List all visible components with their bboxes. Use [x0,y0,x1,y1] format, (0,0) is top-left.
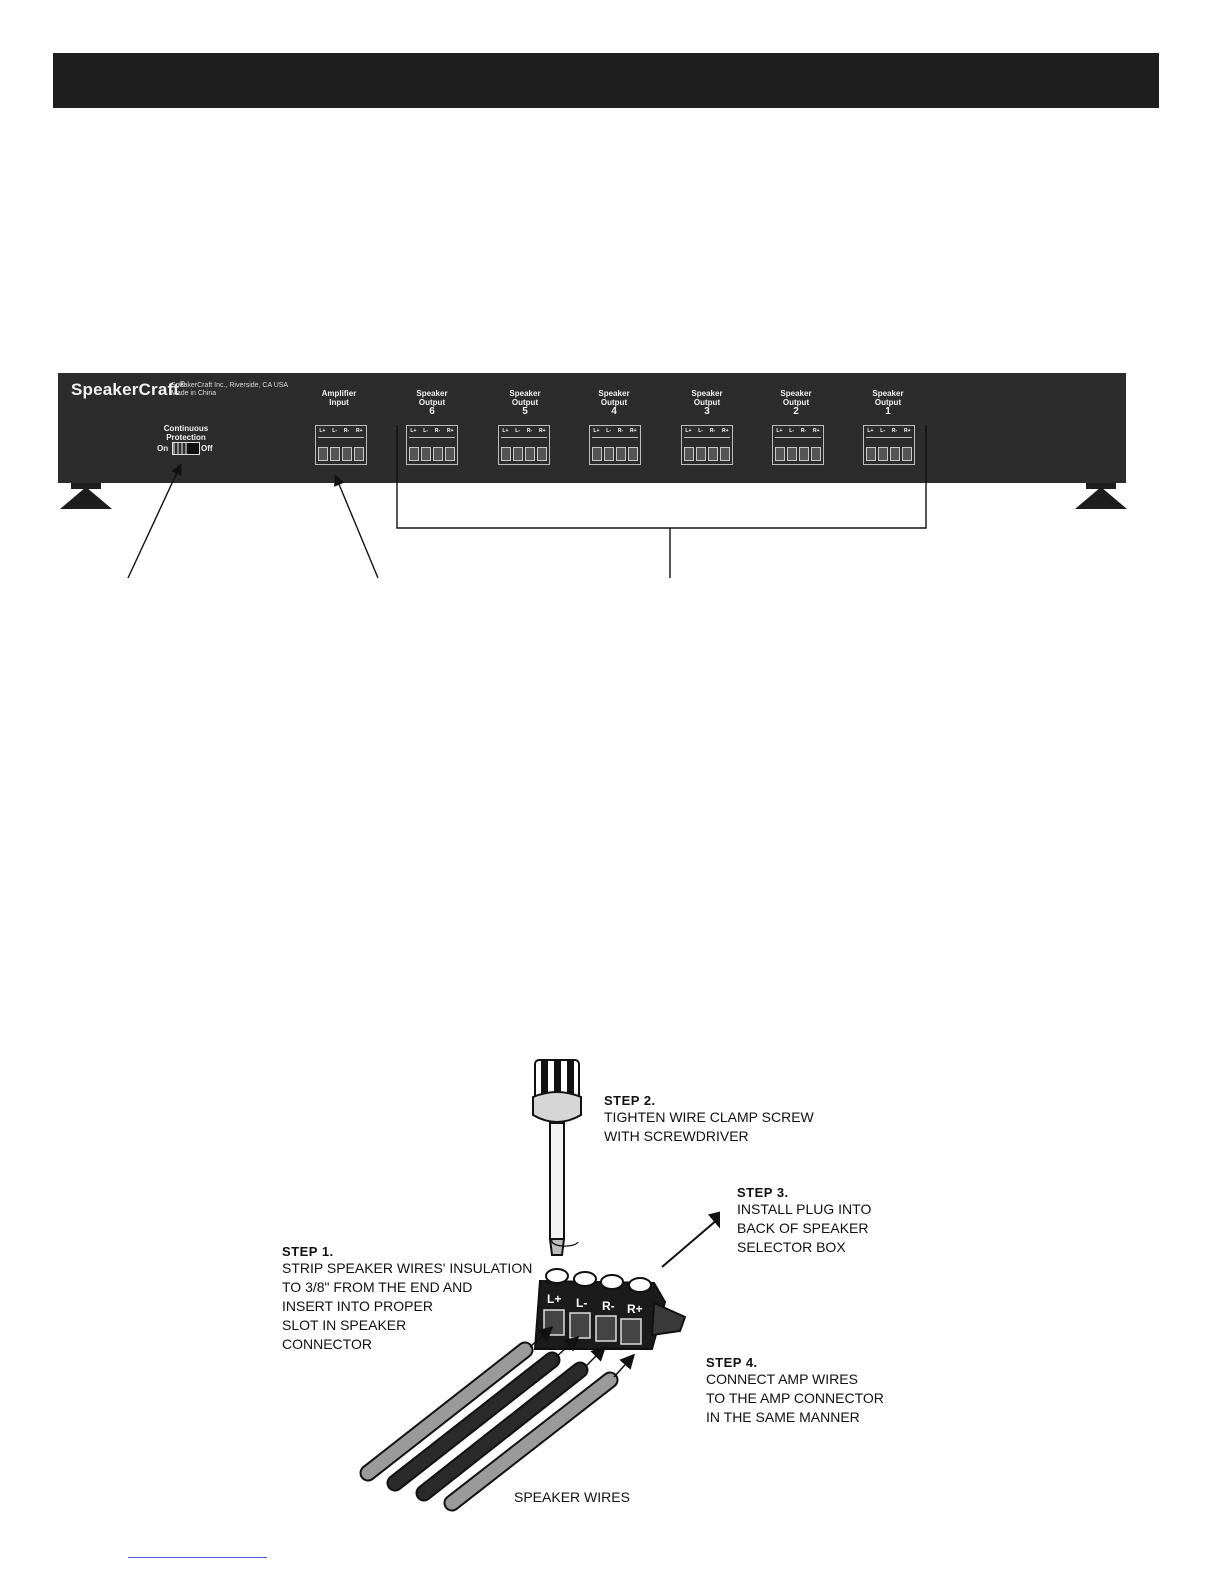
step-4-block: STEP 4. CONNECT AMP WIRES TO THE AMP CON… [706,1355,884,1427]
rear-panel: SpeakerCraft® SpeakerCraft Inc., Riversi… [58,373,1126,483]
left-foot [60,487,112,509]
callout-lines [127,425,927,579]
right-foot [1075,487,1127,509]
step-4-line: IN THE SAME MANNER [706,1409,860,1425]
brand-logo: SpeakerCraft® [71,380,186,399]
speaker-output-3-terminal: L+L-R-R+ [681,425,733,465]
step-2-title: STEP 2. [604,1093,656,1108]
speaker-output-1-terminal: L+L-R-R+ [863,425,915,465]
connector-label-rminus: R- [602,1299,615,1313]
step-1-line: SLOT IN SPEAKER [282,1317,407,1333]
step-1-line: CONNECTOR [282,1336,372,1352]
connector-label-rplus: R+ [627,1302,643,1316]
right-foot-stem [1086,481,1116,489]
switch-knob [187,443,199,454]
step-3-line: SELECTOR BOX [737,1239,846,1255]
step-4-line: CONNECT AMP WIRES [706,1371,858,1387]
speaker-connector-icon [533,1268,687,1350]
step-1-line: INSERT INTO PROPER [282,1298,433,1314]
amp-callout-line [334,474,379,579]
step-4-line: TO THE AMP CONNECTOR [706,1390,884,1406]
protection-switch[interactable] [172,442,200,455]
step-3-line: INSTALL PLUG INTO [737,1201,872,1217]
speaker-output-4-terminal: L+L-R-R+ [589,425,641,465]
speaker-output-5-terminal: L+L-R-R+ [498,425,550,465]
step-3-title: STEP 3. [737,1185,789,1200]
outputs-bracket [396,425,927,529]
amplifier-input-label: Amplifier Input [321,389,357,407]
header-bar [53,53,1159,108]
step-1-block: STEP 1. STRIP SPEAKER WIRES' INSULATION … [282,1244,532,1354]
step-4-title: STEP 4. [706,1355,758,1370]
connector-diagram: L+ L- R- R+ [359,1059,720,1512]
speaker-wires-icon [359,1325,636,1512]
step-1-line: STRIP SPEAKER WIRES' INSULATION [282,1260,533,1276]
terminal-label: R+ [356,428,363,434]
step-2-line: TIGHTEN WIRE CLAMP SCREW [604,1109,814,1125]
connector-label-lminus: L- [576,1296,587,1310]
step-1-title: STEP 1. [282,1244,334,1259]
switch-off-label: Off [201,444,213,453]
connector-label-lplus: L+ [547,1292,561,1306]
step-2-line: WITH SCREWDRIVER [604,1128,749,1144]
switch-callout-line [127,463,182,579]
step-3-block: STEP 3. INSTALL PLUG INTO BACK OF SPEAKE… [737,1185,871,1257]
step-1-line: TO 3/8" FROM THE END AND [282,1279,473,1295]
terminal-label: R- [343,428,350,434]
protection-label: Continuous Protection [163,424,209,442]
left-foot-stem [71,481,101,489]
speaker-wires-caption: SPEAKER WIRES [514,1489,630,1505]
step-2-block: STEP 2. TIGHTEN WIRE CLAMP SCREW WITH SC… [604,1093,814,1146]
screwdriver-icon [532,1059,582,1256]
rotation-arrow-icon [551,1239,579,1247]
switch-on-label: On [157,444,169,453]
speaker-output-6-terminal: L+L-R-R+ [406,425,458,465]
terminal-label: L+ [319,428,326,434]
step-3-line: BACK OF SPEAKER [737,1220,869,1236]
footer-link-underline [128,1557,267,1558]
amplifier-input-terminal: L+ L- R- R+ [315,425,367,465]
install-arrow [661,1209,720,1268]
terminal-label: L- [332,428,337,434]
speaker-output-2-terminal: L+L-R-R+ [772,425,824,465]
maker-info: SpeakerCraft Inc., Riverside, CA USA Mad… [171,382,289,397]
